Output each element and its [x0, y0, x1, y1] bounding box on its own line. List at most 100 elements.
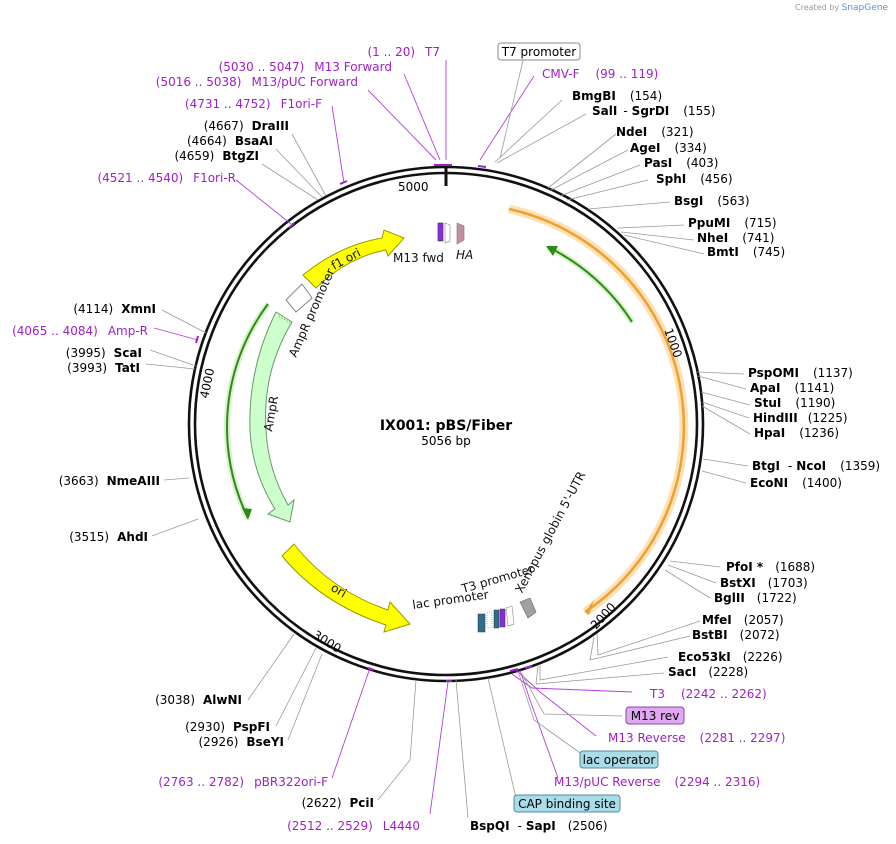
enzyme-apai: ApaI [750, 381, 780, 395]
fiber-arrow [547, 246, 633, 323]
ampr-start-dots [278, 315, 291, 324]
enzyme-bmti: BmtI [707, 245, 739, 259]
primer-labels: (1 .. 20)T7 (5030 .. 5047)M13 Forward (5… [12, 45, 785, 833]
svg-text:HindIII(1225): HindIII(1225) [753, 411, 848, 425]
feature-ori [281, 543, 411, 633]
svg-text:(2622)PciI: (2622)PciI [302, 796, 374, 810]
svg-text:M13 Reverse(2281 .. 2297): M13 Reverse(2281 .. 2297) [608, 731, 785, 745]
svg-text:BtgI-NcoI(1359): BtgI-NcoI(1359) [752, 459, 880, 473]
enzyme-labels-left: (4667)DraIII (4664)BsaAI (4659)BtgZI (41… [59, 119, 608, 833]
feature-ampr-promoter [285, 283, 313, 313]
fiber-arrow-glow [546, 244, 635, 324]
feature-ha-mark [456, 222, 465, 245]
svg-text:ApaI(1141): ApaI(1141) [750, 381, 834, 395]
enzyme-bspqi: BspQI [470, 819, 510, 833]
svg-text:NdeI(321): NdeI(321) [616, 125, 694, 139]
svg-text:SalI-SgrDI(155): SalI-SgrDI(155) [592, 104, 716, 118]
enzyme-pcii: PciI [350, 796, 375, 810]
svg-text:HpaI(1236): HpaI(1236) [754, 426, 839, 440]
primer-pbr322ori-f: pBR322ori-F [254, 775, 328, 789]
enzyme-scai: ScaI [114, 346, 142, 360]
svg-text:(4114)XmnI: (4114)XmnI [73, 302, 156, 316]
snapgene-logo: Created by SnapGene [795, 3, 888, 13]
svg-text:StuI(1190): StuI(1190) [754, 396, 835, 410]
plasmid-title: IX001: pBS/Fiber [380, 418, 512, 434]
svg-text:BspQI-SapI(2506): BspQI-SapI(2506) [470, 819, 608, 833]
enzyme-mfei: MfeI [702, 613, 732, 627]
svg-text:BsgI(563): BsgI(563) [674, 194, 750, 208]
enzyme-saci: SacI [668, 665, 696, 679]
enzyme-nhei: NheI [697, 231, 728, 245]
box-cap-binding-site [513, 794, 621, 813]
svg-text:PspOMI(1137): PspOMI(1137) [748, 366, 853, 380]
primer-l4440: L4440 [383, 819, 420, 833]
svg-text:SphI(456): SphI(456) [656, 172, 733, 186]
enzyme-leader-lines [145, 99, 751, 819]
feature-t3-promoter-mark [505, 605, 515, 627]
primer-cmv-f: CMV-F [542, 67, 580, 81]
enzyme-hpai: HpaI [754, 426, 785, 440]
scale-label-4000: 4000 [197, 367, 217, 400]
enzyme-ppumi: PpuMI [688, 216, 730, 230]
feature-label-ori: ori [329, 580, 350, 600]
primer-leader-lines [153, 55, 633, 815]
primer-marks [195, 164, 533, 682]
svg-text:BmgBI(154): BmgBI(154) [572, 89, 662, 103]
svg-text:(4659)BtgZI: (4659)BtgZI [174, 149, 259, 163]
svg-text:BglII(1722): BglII(1722) [714, 591, 797, 605]
plasmid-length: 5056 bp [421, 434, 471, 448]
svg-text:BstXI(1703): BstXI(1703) [720, 576, 808, 590]
enzyme-agei: AgeI [630, 141, 660, 155]
svg-text:AgeI(334): AgeI(334) [630, 141, 707, 155]
enzyme-bsaai: BsaAI [235, 134, 273, 148]
svg-text:(3515)AhdI: (3515)AhdI [69, 530, 148, 544]
feature-lac-promoter-mark [477, 613, 486, 633]
enzyme-ndei: NdeI [616, 125, 647, 139]
enzyme-bseyi: BseYI [246, 735, 284, 749]
enzyme-btgzi: BtgZI [222, 149, 259, 163]
enzyme-ahdi: AhdI [117, 530, 148, 544]
svg-text:(4667)DraIII: (4667)DraIII [204, 119, 289, 133]
boxed-labels: T7 promoter M13 rev lac operator CAP bin… [497, 42, 685, 813]
enzyme-stui: StuI [754, 396, 781, 410]
insert-arc [508, 207, 686, 614]
svg-text:PfoI *(1688): PfoI *(1688) [726, 560, 815, 574]
svg-text:(3993)TatI: (3993)TatI [67, 361, 140, 375]
feature-m13-fwd-mark [437, 222, 444, 242]
svg-text:T3(2242 .. 2262): T3(2242 .. 2262) [649, 687, 767, 701]
svg-text:SacI(2228): SacI(2228) [668, 665, 748, 679]
svg-text:NheI(741): NheI(741) [697, 231, 774, 245]
scale-label-5000: 5000 [398, 180, 429, 194]
feature-cap-mark [493, 609, 500, 629]
enzyme-eco53ki: Eco53kI [678, 650, 731, 664]
enzyme-pfoi: PfoI * [726, 560, 764, 574]
box-t7-promoter [497, 42, 581, 61]
primer-m13-puc-reverse: M13/pUC Reverse [554, 775, 661, 789]
svg-text:(3663)NmeAIII: (3663)NmeAIII [59, 474, 160, 488]
feature-label-xenopus-utr: Xenopus globin 5'-UTR [512, 469, 588, 595]
primer-m13-puc-forward: M13/pUC Forward [251, 75, 358, 89]
enzyme-bstxi: BstXI [720, 576, 756, 590]
enzyme-xmni: XmnI [121, 302, 156, 316]
svg-text:MfeI(2057): MfeI(2057) [702, 613, 784, 627]
svg-text:(2930)PspFI: (2930)PspFI [185, 720, 270, 734]
svg-text:(3995)ScaI: (3995)ScaI [66, 346, 142, 360]
primer-amp-r: Amp-R [108, 324, 148, 338]
feature-label-ampr: AmpR [261, 395, 281, 433]
svg-text:CMV-F(99 .. 119): CMV-F(99 .. 119) [542, 67, 658, 81]
feature-lac-operator-mark [486, 611, 493, 629]
box-m13-rev [625, 706, 685, 725]
feature-label-m13-fwd: M13 fwd [393, 251, 444, 265]
enzyme-draiii-pos: (4667) [204, 119, 244, 133]
svg-text:M13/pUC Reverse(2294 .. 2316): M13/pUC Reverse(2294 .. 2316) [554, 775, 760, 789]
enzyme-sali: SalI [592, 104, 617, 118]
enzyme-tati: TatI [115, 361, 140, 375]
svg-text:BstBI(2072): BstBI(2072) [692, 628, 780, 642]
enzyme-labels-right: BmgBI(154) SalI-SgrDI(155) NdeI(321) Age… [572, 89, 880, 679]
label-m13-rev: M13 rev [631, 709, 680, 723]
primer-f1ori-r: F1ori-R [193, 171, 236, 185]
enzyme-bglii: BglII [714, 591, 745, 605]
label-lac-operator: lac operator [583, 753, 656, 767]
svg-text:(4065 .. 4084)Amp-R: (4065 .. 4084)Amp-R [12, 324, 148, 338]
